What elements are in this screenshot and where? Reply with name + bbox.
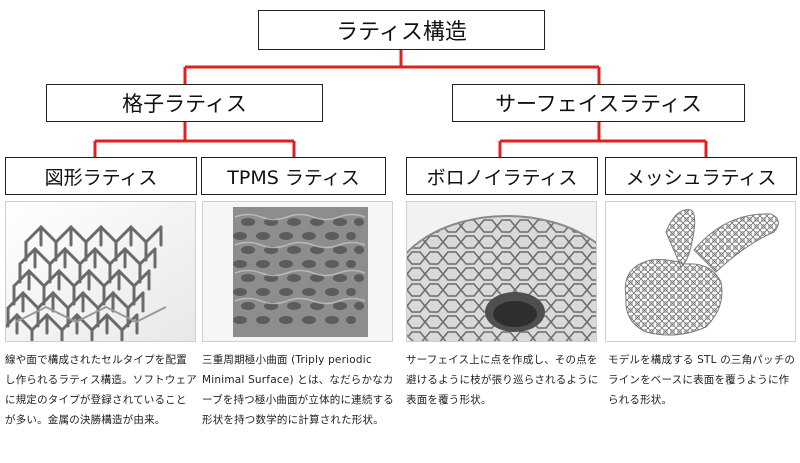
type-voronoi-lattice: ボロノイラティス bbox=[406, 157, 598, 195]
category-surface-lattice: サーフェイスラティス bbox=[452, 84, 745, 122]
voronoi-lattice-image bbox=[406, 201, 597, 342]
mesh-lattice-description: モデルを構成する STL の三角パッチのラインをベースに表面を覆うように作られる… bbox=[608, 354, 796, 406]
mesh-lattice-image bbox=[605, 201, 796, 342]
geometric-lattice-description: 線や面で構成されたセルタイプを配置し作られるラティス構造。ソフトウェアに規定のタ… bbox=[5, 354, 197, 426]
voronoi-lattice-description: サーフェイス上に点を作成し、その点を避けるように枝が張り巡らされるように表面を覆… bbox=[406, 354, 599, 406]
category-lattice: 格子ラティス bbox=[46, 84, 323, 122]
geometric-lattice-image bbox=[5, 201, 196, 342]
type-geometric-lattice: 図形ラティス bbox=[5, 157, 197, 195]
tpms-lattice-description: 三重周期極小曲面 (Triply periodic Minimal Surfac… bbox=[202, 354, 394, 426]
tpms-lattice-image bbox=[202, 201, 393, 342]
type-tpms-lattice: TPMS ラティス bbox=[201, 157, 386, 195]
root-node: ラティス構造 bbox=[258, 10, 545, 50]
type-mesh-lattice: メッシュラティス bbox=[605, 157, 797, 195]
